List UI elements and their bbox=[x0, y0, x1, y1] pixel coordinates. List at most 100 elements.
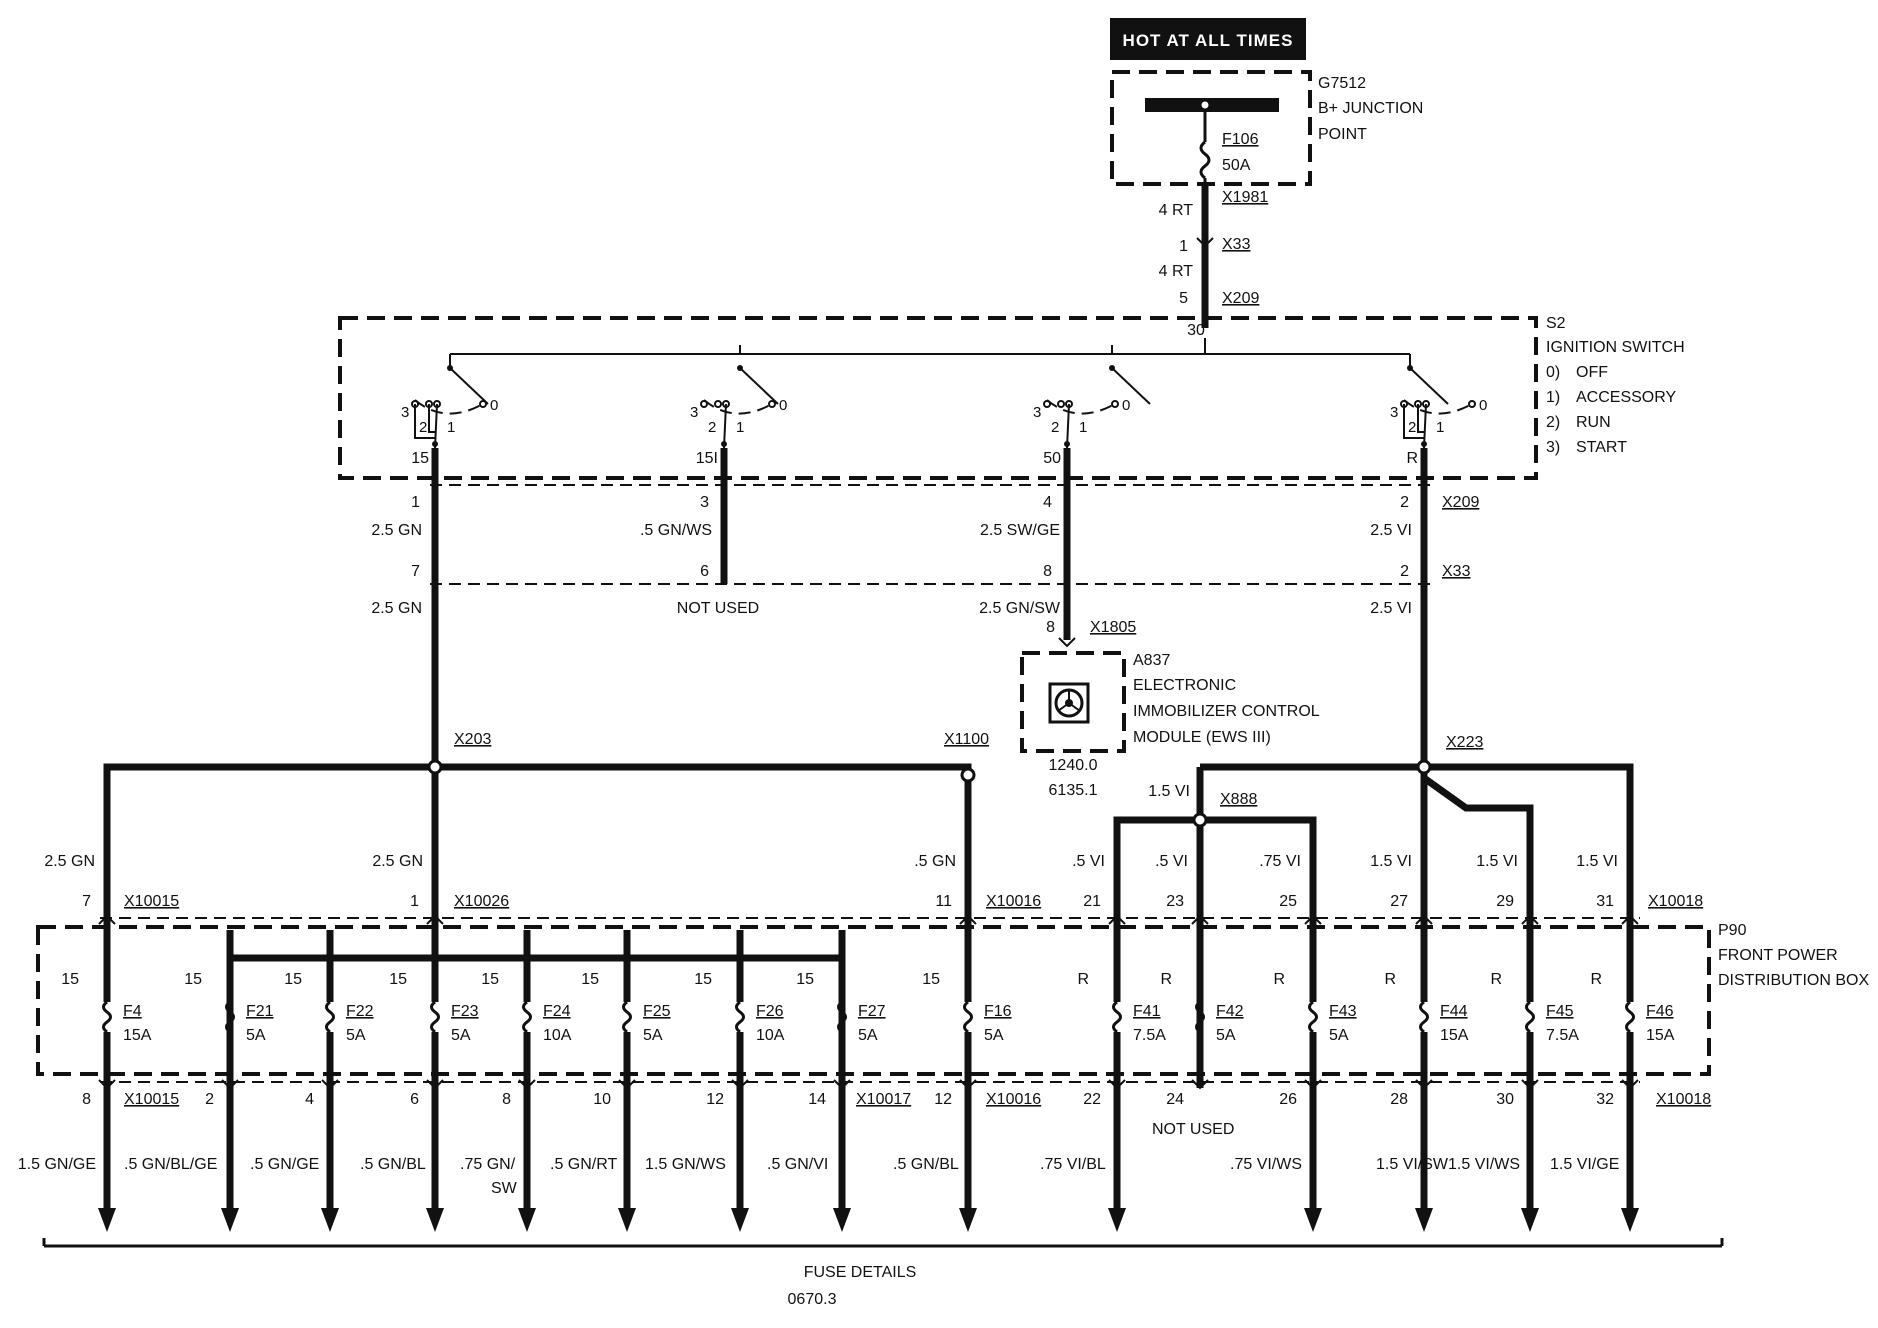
upper-wire-label: 1.5 VI bbox=[1476, 853, 1518, 870]
x33-row-connector: X33 bbox=[1442, 563, 1471, 580]
switch-contact-label: 3 bbox=[1390, 404, 1398, 421]
immobilizer-ref1: 1240.0 bbox=[1049, 757, 1098, 774]
input-connector-mark bbox=[959, 914, 977, 925]
switch-output-node bbox=[721, 441, 727, 447]
fuse-element bbox=[325, 1000, 335, 1034]
feed-wire1-label: 4 RT bbox=[1159, 202, 1194, 219]
output-pin-label: 8 bbox=[502, 1091, 511, 1108]
switch-contact-label: 3 bbox=[1033, 404, 1041, 421]
output-column: 30 bbox=[1496, 1072, 1539, 1232]
fuse-element bbox=[1525, 1000, 1535, 1034]
switch-contact-label: 1 bbox=[1079, 419, 1087, 436]
switch-output-wires bbox=[431, 448, 1428, 760]
fuse-position: 15 bbox=[389, 971, 407, 988]
fuse-position: 15 bbox=[922, 971, 940, 988]
fuse-id: F16 bbox=[984, 1003, 1012, 1020]
switch-contact-label: 3 bbox=[690, 404, 698, 421]
output-wire-f41: .75 VI/BL bbox=[1040, 1156, 1106, 1173]
output-wire-f24-b: SW bbox=[491, 1180, 518, 1197]
output-connector-x10017: X10017 bbox=[856, 1091, 911, 1108]
x209-row-pin-4: 2 bbox=[1400, 494, 1409, 511]
fuse-id: F46 bbox=[1646, 1003, 1674, 1020]
switch-blade bbox=[449, 367, 489, 405]
fuse-details-title[interactable]: FUSE DETAILS bbox=[804, 1264, 917, 1281]
splice-x203-joint bbox=[427, 759, 443, 775]
x33-feed-connector bbox=[1196, 237, 1214, 248]
feed-x33-label: X33 bbox=[1222, 236, 1251, 253]
switch-contact bbox=[1111, 400, 1119, 408]
fuse-element bbox=[1308, 1000, 1318, 1034]
fuse-element bbox=[225, 1000, 235, 1034]
feed-wire2-label: 4 RT bbox=[1159, 263, 1194, 280]
input-connector-mark bbox=[1521, 914, 1539, 925]
output-arrow bbox=[1415, 1208, 1433, 1232]
upper-wire-label: .5 GN bbox=[914, 853, 956, 870]
fuse-element bbox=[1195, 1000, 1205, 1034]
input-pin-label: 21 bbox=[1083, 893, 1101, 910]
fuse-rating: 5A bbox=[246, 1027, 266, 1044]
switch-contact-label: 1 bbox=[447, 419, 455, 436]
fuse-f106-rating: 50A bbox=[1222, 157, 1251, 174]
fuse-details-ref[interactable]: 0670.3 bbox=[788, 1291, 837, 1308]
fuse-rating: 7.5A bbox=[1133, 1027, 1166, 1044]
output-column: 12 bbox=[934, 1072, 977, 1232]
output-wire-f4: 1.5 GN/GE bbox=[18, 1156, 96, 1173]
output-pin-label: 12 bbox=[706, 1091, 724, 1108]
output-connector-x10018: X10018 bbox=[1656, 1091, 1711, 1108]
fuse-id: F27 bbox=[858, 1003, 886, 1020]
upper-wire-label: 2.5 GN bbox=[372, 853, 423, 870]
switch-output-label: 50 bbox=[1043, 450, 1061, 467]
switch-pin-30: 30 bbox=[1187, 322, 1205, 339]
output-pin-label: 6 bbox=[410, 1091, 419, 1108]
switch-contact-arc bbox=[414, 399, 484, 415]
fuse-rating: 15A bbox=[1646, 1027, 1675, 1044]
hot-label: HOT AT ALL TIMES bbox=[1123, 31, 1294, 50]
input-pin-label: 11 bbox=[935, 893, 952, 910]
switch-contact-label: 1 bbox=[1436, 419, 1444, 436]
output-pin-label: 8 bbox=[82, 1091, 91, 1108]
switch-contact-label: 2 bbox=[708, 419, 716, 436]
fuse-position: 15 bbox=[284, 971, 302, 988]
fuse-position: 15 bbox=[481, 971, 499, 988]
input-connector-mark bbox=[1304, 914, 1322, 925]
x209-row-connector: X209 bbox=[1442, 494, 1479, 511]
fuse-position: R bbox=[1384, 971, 1396, 988]
output-column: 14 bbox=[808, 1072, 851, 1232]
upper-wire-label: .75 VI bbox=[1259, 853, 1301, 870]
fuse-position: R bbox=[1590, 971, 1602, 988]
output-arrow bbox=[426, 1208, 444, 1232]
ignition-switch-box bbox=[338, 316, 1538, 480]
fuse-rating: 5A bbox=[451, 1027, 471, 1044]
input-connector-mark bbox=[1415, 914, 1433, 925]
splice-x223-label: X223 bbox=[1446, 734, 1483, 751]
input-pin-label: 1 bbox=[410, 893, 419, 910]
fuse-position: R bbox=[1490, 971, 1502, 988]
splice-x1100-joint bbox=[960, 767, 976, 783]
ignition-pos-1-label: ACCESSORY bbox=[1576, 389, 1677, 406]
fuse-rating: 15A bbox=[123, 1027, 152, 1044]
output-wire-f21: .5 GN/BL/GE bbox=[124, 1156, 217, 1173]
output-column: 12 bbox=[706, 1072, 749, 1232]
ignition-switch-mechanism bbox=[449, 338, 1411, 366]
splice-x223-joint bbox=[1416, 759, 1432, 775]
fuse-position: 15 bbox=[184, 971, 202, 988]
fuse-id: F23 bbox=[451, 1003, 479, 1020]
b-plus-junction-point bbox=[1110, 70, 1312, 186]
ignition-pos-0-label: OFF bbox=[1576, 364, 1608, 381]
output-arrow bbox=[833, 1208, 851, 1232]
immobilizer-module-box bbox=[1020, 651, 1126, 753]
output-wire-f24-a: .75 GN/ bbox=[460, 1156, 516, 1173]
fuse-id: F42 bbox=[1216, 1003, 1244, 1020]
switch-contact bbox=[714, 400, 722, 408]
switch-output-label: 15I bbox=[696, 450, 718, 467]
ignition-title: IGNITION SWITCH bbox=[1546, 339, 1685, 356]
fuse-element bbox=[1112, 1000, 1122, 1034]
output-wire-f22: .5 GN/GE bbox=[250, 1156, 319, 1173]
switch-common-link bbox=[723, 403, 727, 449]
